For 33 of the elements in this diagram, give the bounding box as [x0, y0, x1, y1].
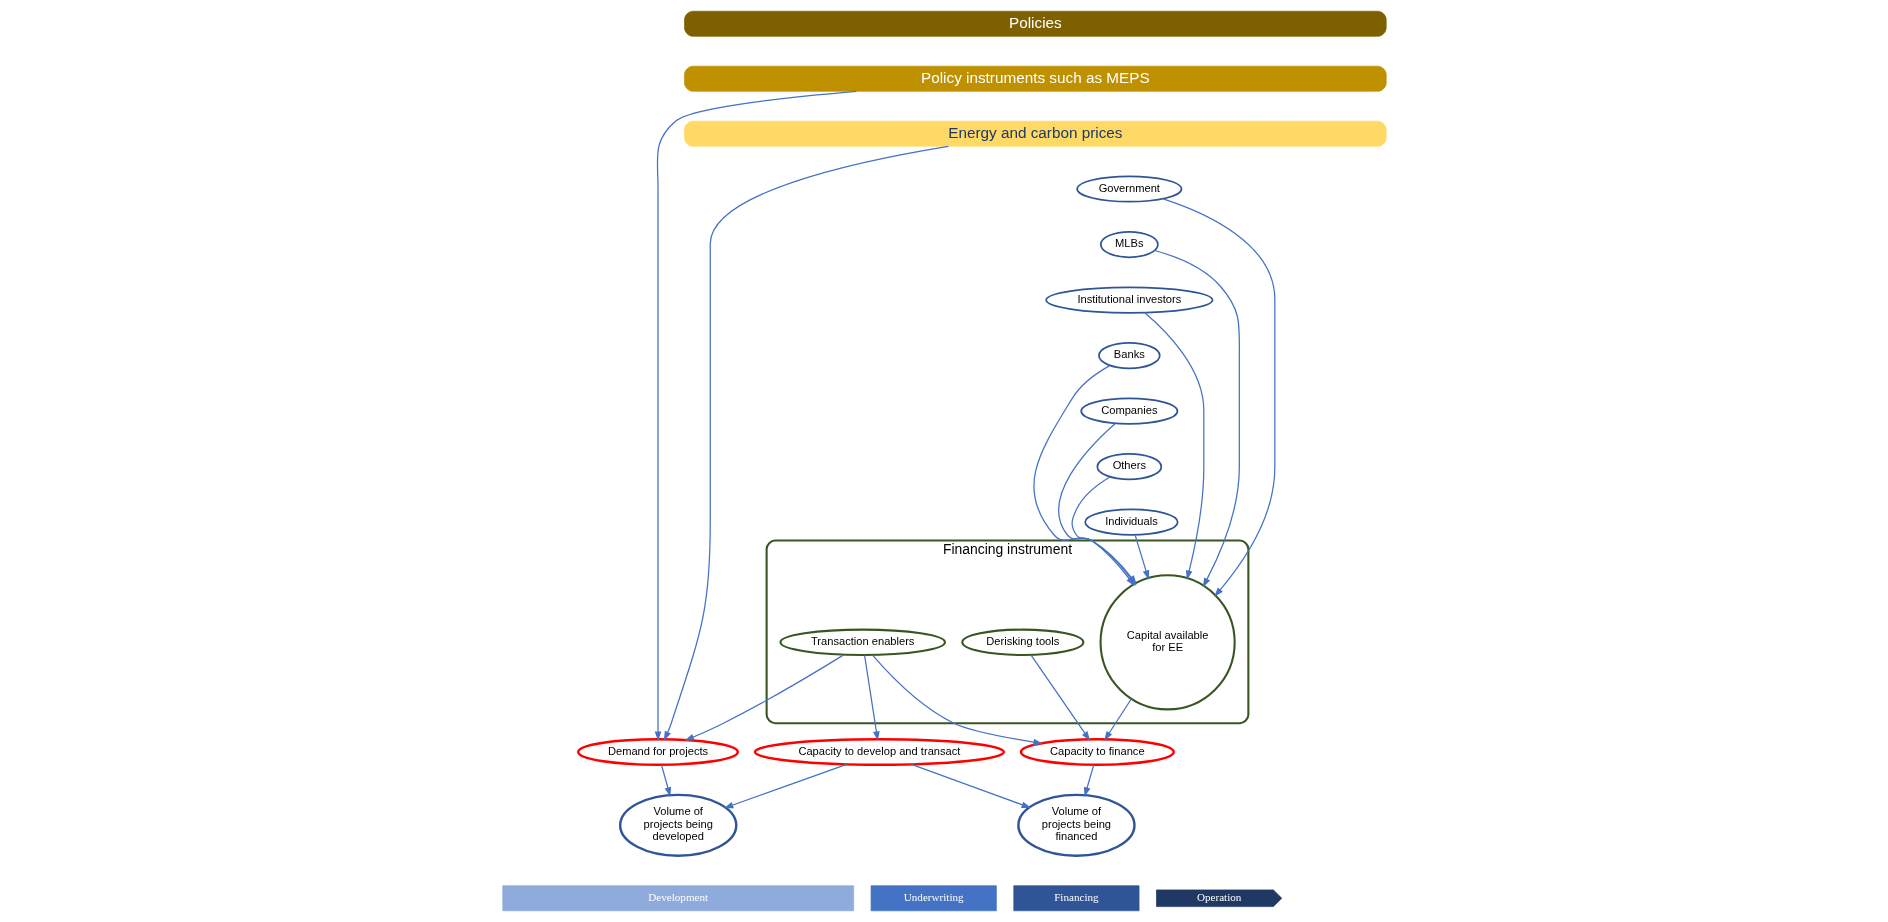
- node-box: Energy and carbon prices: [683, 120, 1387, 147]
- arrow: [863, 654, 880, 741]
- arrow: [663, 145, 949, 741]
- arrow: [684, 654, 844, 741]
- arrow: [910, 763, 1031, 808]
- node-box: Policies: [683, 10, 1387, 37]
- node-ellipse: Government: [1075, 175, 1182, 203]
- arrow: [1143, 312, 1204, 580]
- node-box: Policy instruments such as MEPS: [683, 65, 1387, 92]
- node-ellipse: Banks: [1097, 342, 1161, 370]
- node-ellipse: Capacity to develop and transact: [753, 738, 1005, 766]
- arrow: [660, 764, 671, 797]
- node-ellipse: Volume of projects being financed: [1016, 793, 1136, 857]
- arrow: [1083, 764, 1094, 797]
- arrow: [871, 654, 1043, 746]
- node-ellipse: Companies: [1079, 397, 1178, 425]
- arrow: [1029, 654, 1090, 741]
- node-ellipse: MLBs: [1099, 230, 1159, 259]
- arrow: [1161, 198, 1275, 597]
- node-ellipse: Derisking tools: [960, 628, 1084, 657]
- node-ellipse: Demand for projects: [576, 738, 739, 766]
- node-box: Underwriting: [870, 885, 997, 912]
- node-ellipse: Transaction enablers: [778, 628, 946, 657]
- arrow: [1134, 534, 1149, 580]
- node-ellipse: Institutional investors: [1044, 286, 1213, 314]
- node-box: Development: [501, 885, 854, 912]
- node-ellipse: Individuals: [1083, 508, 1179, 536]
- node-ellipse: Others: [1096, 453, 1162, 481]
- arrow: [654, 90, 857, 742]
- node-box: Financing: [1012, 885, 1139, 912]
- arrow: [1103, 698, 1132, 741]
- arrow: [1153, 249, 1240, 588]
- arrow: [723, 763, 847, 809]
